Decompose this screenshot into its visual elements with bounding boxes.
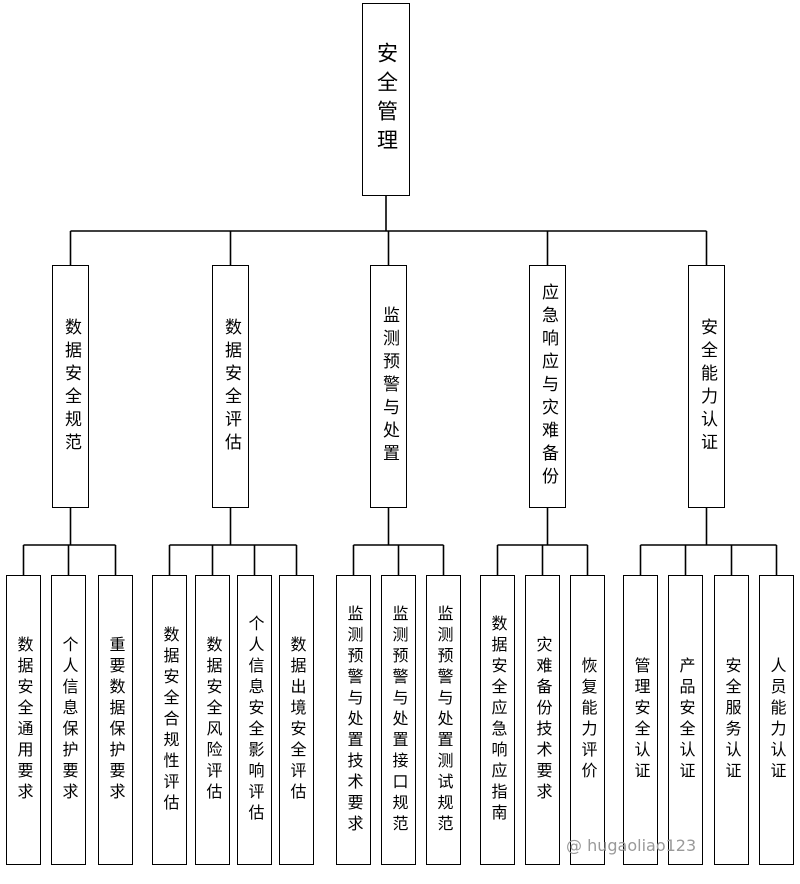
leaf-node-label: 数据安全合规性评估 (160, 625, 180, 815)
leaf-node-monitoring-tech-requirements: 监测预警与处置技术要求 (336, 575, 371, 865)
leaf-node-management-certification: 管理安全认证 (623, 575, 658, 865)
category-node-capability-certification: 安全能力认证 (688, 265, 725, 508)
category-node-label: 安全能力认证 (697, 317, 717, 456)
leaf-node-label: 个人信息安全影响评估 (245, 615, 265, 825)
category-node-label: 数据安全评估 (221, 317, 241, 456)
leaf-node-monitoring-interface-spec: 监测预警与处置接口规范 (381, 575, 416, 865)
leaf-node-label: 重要数据保护要求 (106, 636, 126, 804)
leaf-node-label: 安全服务认证 (722, 657, 742, 783)
leaf-node-important-data-protection: 重要数据保护要求 (98, 575, 133, 865)
leaf-node-disaster-backup-tech: 灾难备份技术要求 (525, 575, 560, 865)
leaf-node-label: 灾难备份技术要求 (533, 636, 553, 804)
category-node-emergency-response: 应急响应与灾难备份 (529, 265, 566, 508)
leaf-node-label: 监测预警与处置技术要求 (344, 604, 364, 836)
leaf-node-emergency-response-guide: 数据安全应急响应指南 (480, 575, 515, 865)
root-node-label: 安全管理 (374, 41, 399, 158)
leaf-node-personnel-certification: 人员能力认证 (759, 575, 794, 865)
leaf-node-service-certification: 安全服务认证 (714, 575, 749, 865)
leaf-node-label: 监测预警与处置接口规范 (389, 604, 409, 836)
category-node-label: 监测预警与处置 (379, 306, 399, 467)
leaf-node-compliance-assessment: 数据安全合规性评估 (152, 575, 187, 865)
leaf-node-personal-info-impact-assessment: 个人信息安全影响评估 (237, 575, 272, 865)
leaf-node-label: 管理安全认证 (631, 657, 651, 783)
category-node-monitoring-warning: 监测预警与处置 (370, 265, 407, 508)
leaf-node-label: 监测预警与处置测试规范 (434, 604, 454, 836)
category-node-label: 数据安全规范 (61, 317, 81, 456)
watermark: @ hugaoliao123 (566, 836, 697, 855)
leaf-node-label: 数据安全通用要求 (14, 636, 34, 804)
leaf-node-risk-assessment: 数据安全风险评估 (195, 575, 230, 865)
leaf-node-label: 数据安全应急响应指南 (488, 615, 508, 825)
leaf-node-monitoring-test-spec: 监测预警与处置测试规范 (426, 575, 461, 865)
leaf-node-cross-border-assessment: 数据出境安全评估 (279, 575, 314, 865)
leaf-node-label: 恢复能力评价 (578, 657, 598, 783)
root-node-security-management: 安全管理 (362, 3, 410, 196)
leaf-node-label: 人员能力认证 (767, 657, 787, 783)
category-node-data-security-spec: 数据安全规范 (52, 265, 89, 508)
leaf-node-general-requirements: 数据安全通用要求 (6, 575, 41, 865)
leaf-node-label: 数据安全风险评估 (203, 636, 223, 804)
leaf-node-product-certification: 产品安全认证 (668, 575, 703, 865)
category-node-data-security-assessment: 数据安全评估 (212, 265, 249, 508)
leaf-node-label: 个人信息保护要求 (59, 636, 79, 804)
leaf-node-label: 数据出境安全评估 (287, 636, 307, 804)
leaf-node-label: 产品安全认证 (676, 657, 696, 783)
leaf-node-recovery-capability-evaluation: 恢复能力评价 (570, 575, 605, 865)
leaf-node-personal-info-protection: 个人信息保护要求 (51, 575, 86, 865)
category-node-label: 应急响应与灾难备份 (538, 283, 558, 490)
